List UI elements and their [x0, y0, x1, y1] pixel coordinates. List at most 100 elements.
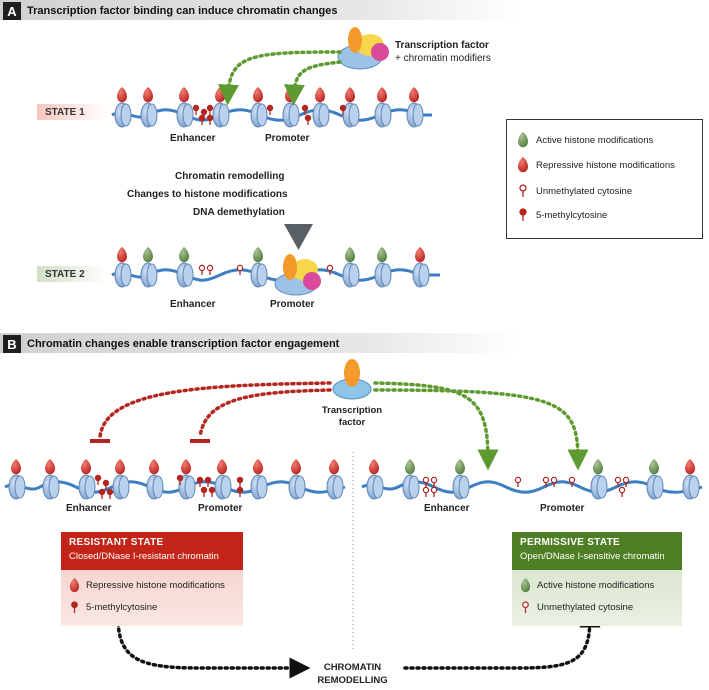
process-2: Changes to histone modifications [127, 189, 288, 200]
repressive-mark [329, 459, 339, 475]
resistant-item-repressive: Repressive histone modifications [69, 578, 225, 593]
resistant-item-methylated-label: 5-methylcytosine [86, 602, 158, 613]
nucleosome [682, 474, 700, 500]
resistant-item-methylated: 5-methylcytosine [69, 601, 157, 614]
green-histone-mark-icon [518, 132, 528, 148]
panel-a-title: Transcription factor binding can induce … [27, 5, 338, 17]
resistant-state-header: RESISTANT STATE Closed/DNase I-resistant… [61, 532, 243, 570]
nucleosome [374, 102, 392, 128]
nucleosome [402, 474, 420, 500]
permissive-item-unmethylated: Unmethylated cytosine [520, 601, 633, 614]
methylated-cytosine [206, 114, 214, 125]
unmethylated-cytosine [618, 486, 626, 497]
legend-item-repressive: Repressive histone modifications [517, 157, 675, 173]
nucleosome [366, 474, 384, 500]
remodelling-arrow-left [116, 615, 311, 679]
open-lollipop-icon [519, 184, 527, 197]
unmethylated-cytosine [236, 264, 244, 275]
nucleosome [140, 262, 158, 288]
methylated-cytosine [198, 114, 206, 125]
promoter-label-resistant: Promoter [198, 503, 243, 514]
nucleosome [646, 474, 664, 500]
nucleosome [452, 474, 470, 500]
legend-label-unmethylated: Unmethylated cytosine [536, 185, 633, 197]
repressive-mark [11, 459, 21, 475]
tf-b-label-line2: factor [338, 417, 366, 428]
panel-b-letter: B [3, 335, 21, 353]
methylated-cytosine [236, 476, 244, 487]
panel-b-header-bar [0, 333, 520, 353]
methylated-cytosine [204, 476, 212, 487]
unmethylated-cytosine [198, 264, 206, 275]
methylated-cytosine [339, 104, 347, 115]
unmethylated-cytosine [422, 476, 430, 487]
transition-triangle-icon [284, 224, 313, 250]
inhibit-arrow-promoter [198, 388, 332, 439]
permissive-item-active: Active histone modifications [520, 578, 654, 593]
nucleosome [590, 474, 608, 500]
unmethylated-cytosine [622, 476, 630, 487]
enhancer-label-state1: Enhancer [170, 133, 216, 144]
nucleosome [282, 102, 300, 128]
permissive-item-unmethylated-label: Unmethylated cytosine [537, 602, 634, 613]
repressive-mark [215, 87, 225, 103]
enhancer-label-permissive: Enhancer [424, 503, 470, 514]
filled-lollipop-icon [519, 208, 527, 221]
methylated-cytosine [266, 104, 274, 115]
inhibit-arrow-enhancer [98, 381, 332, 439]
nucleosome [214, 474, 232, 500]
legend-label-methylated: 5-methylcytosine [536, 209, 608, 221]
unmethylated-cytosine [422, 486, 430, 497]
repressive-mark [149, 459, 159, 475]
nucleosome [342, 262, 360, 288]
nucleosome [112, 474, 130, 500]
panel-a-header: A Transcription factor binding can induc… [3, 1, 338, 21]
repressive-mark [117, 87, 127, 103]
nucleosome [412, 262, 430, 288]
nucleosome [176, 102, 194, 128]
tf-arrow-to-promoter [283, 60, 342, 106]
nucleosome [406, 102, 424, 128]
nucleosome [8, 474, 26, 500]
nucleosome-layer [8, 102, 700, 500]
nucleosome [140, 102, 158, 128]
red-histone-mark-icon [518, 157, 528, 173]
unmethylated-cytosine [568, 476, 576, 487]
nucleosome [326, 474, 344, 500]
methylated-cytosine [304, 114, 312, 125]
repressive-mark [409, 87, 419, 103]
repressive-mark [115, 459, 125, 475]
resistant-state-box: RESISTANT STATE Closed/DNase I-resistant… [61, 532, 243, 626]
repressive-mark [143, 87, 153, 103]
repressive-mark [81, 459, 91, 475]
tf-label-line2: + chromatin modifiers [395, 53, 491, 64]
active-mark [649, 459, 659, 475]
state2-tag-bg [37, 266, 107, 282]
resistant-state-body: Repressive histone modifications 5-methy… [61, 570, 243, 626]
nucleosome [288, 474, 306, 500]
methylated-cytosine [106, 488, 114, 499]
nucleosome [212, 102, 230, 128]
methylated-cytosine [208, 486, 216, 497]
resistant-state-subtitle: Closed/DNase I-resistant chromatin [69, 551, 219, 562]
histone-mark-layer [11, 87, 695, 475]
nucleosome [114, 262, 132, 288]
legend-label-active: Active histone modifications [536, 134, 654, 146]
repressive-mark [181, 459, 191, 475]
remodelling-arrow-right [403, 606, 601, 670]
methylated-cytosine [176, 474, 184, 485]
panel-a-header-bar [0, 0, 520, 20]
nucleosome [374, 262, 392, 288]
remodelling-label-line1: CHROMATIN [323, 662, 382, 673]
resistant-item-repressive-label: Repressive histone modifications [86, 580, 225, 591]
repressive-mark [253, 87, 263, 103]
tf-complex-top-icon [337, 27, 389, 70]
nucleosome [146, 474, 164, 500]
unmethylated-cytosine [614, 476, 622, 487]
repressive-mark [291, 459, 301, 475]
active-mark [179, 247, 189, 263]
tf-arrow-to-enhancer [218, 50, 342, 106]
filled-lollipop-icon [71, 601, 78, 613]
active-mark [455, 459, 465, 475]
